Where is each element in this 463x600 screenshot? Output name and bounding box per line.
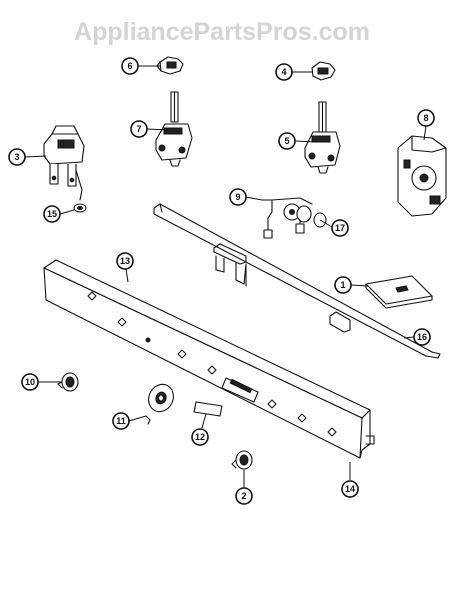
callout-label-10: 10 <box>25 377 35 387</box>
callout-label-4: 4 <box>281 67 286 77</box>
callout-label-3: 3 <box>14 152 19 162</box>
part-15-drawing <box>73 203 87 213</box>
callout-12: 12 <box>191 428 209 446</box>
callout-1: 1 <box>334 276 352 294</box>
callout-label-5: 5 <box>284 136 289 146</box>
watermark-text: AppliancePartsPros.com <box>74 18 370 46</box>
leader-lines <box>24 65 427 488</box>
part-9-drawing <box>261 197 313 239</box>
part-8-drawing <box>397 135 447 217</box>
part-12-drawing <box>193 401 223 417</box>
part-10-drawing <box>57 372 79 392</box>
part-11-drawing <box>145 383 174 425</box>
callout-5: 5 <box>278 132 296 150</box>
callout-label-6: 6 <box>127 61 132 71</box>
callout-label-14: 14 <box>345 484 355 494</box>
callout-8: 8 <box>417 109 435 127</box>
callout-7: 7 <box>130 120 148 138</box>
callout-2: 2 <box>235 487 253 505</box>
part-3-drawing <box>43 125 85 201</box>
callout-label-13: 13 <box>120 256 130 266</box>
callout-label-12: 12 <box>195 432 205 442</box>
callout-15: 15 <box>43 205 61 223</box>
part-7-drawing <box>155 91 193 167</box>
callout-16: 16 <box>413 328 431 346</box>
part-16-drawing <box>153 203 441 359</box>
part-5-drawing <box>304 101 341 174</box>
part-2-drawing <box>231 450 253 470</box>
part-4-drawing <box>311 61 336 81</box>
callout-11: 11 <box>112 412 130 430</box>
callout-6: 6 <box>121 57 139 75</box>
callout-label-8: 8 <box>423 113 428 123</box>
part-17-drawing <box>283 203 327 228</box>
part-6-drawing <box>156 56 184 75</box>
callout-label-2: 2 <box>241 491 246 501</box>
callout-label-16: 16 <box>417 332 427 342</box>
callout-13: 13 <box>116 252 134 270</box>
callout-label-7: 7 <box>136 124 141 134</box>
callout-17: 17 <box>331 219 349 237</box>
part-14-drawing <box>43 259 375 459</box>
callout-14: 14 <box>341 480 359 498</box>
callout-label-11: 11 <box>116 416 126 426</box>
callout-label-1: 1 <box>340 280 345 290</box>
callout-10: 10 <box>21 373 39 391</box>
callout-label-15: 15 <box>47 209 57 219</box>
callout-4: 4 <box>275 63 293 81</box>
part-1-drawing <box>365 275 433 309</box>
callout-3: 3 <box>8 148 26 166</box>
callout-label-9: 9 <box>235 192 240 202</box>
callout-label-17: 17 <box>335 223 345 233</box>
callout-9: 9 <box>229 188 247 206</box>
